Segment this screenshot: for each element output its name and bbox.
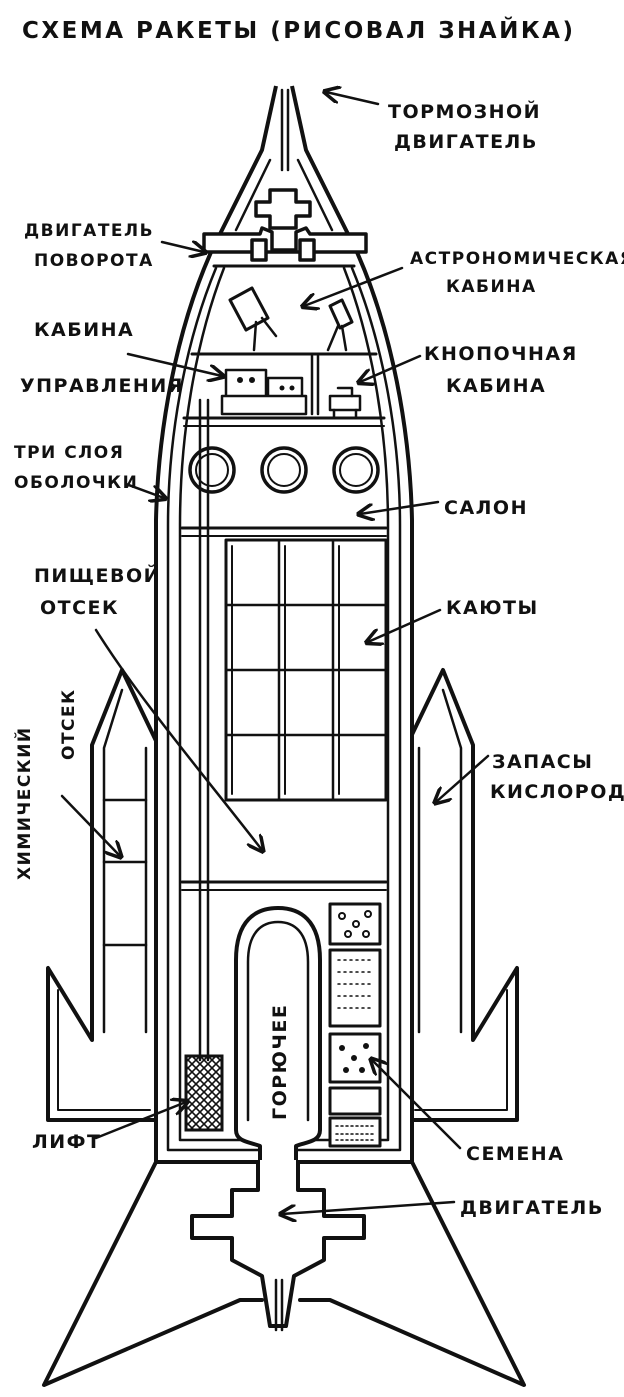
- svg-text:ПОВОРОТА: ПОВОРОТА: [34, 251, 154, 271]
- label-control-cabin: КАБИНА УПРАВЛЕНИЯ: [20, 319, 222, 397]
- brake-engine: [254, 188, 312, 230]
- tail-fins: [42, 1160, 526, 1387]
- svg-text:ПИЩЕВОЙ: ПИЩЕВОЙ: [34, 564, 161, 587]
- control-cabin: [220, 368, 308, 416]
- seed-storage: [328, 902, 382, 1148]
- svg-text:ДВИГАТЕЛЬ: ДВИГАТЕЛЬ: [394, 131, 538, 153]
- svg-text:ДВИГАТЕЛЬ: ДВИГАТЕЛЬ: [24, 221, 154, 241]
- svg-text:АСТРОНОМИЧЕСКАЯ: АСТРОНОМИЧЕСКАЯ: [410, 249, 624, 269]
- svg-text:ТРИ СЛОЯ: ТРИ СЛОЯ: [14, 443, 124, 463]
- svg-text:ОБОЛОЧКИ: ОБОЛОЧКИ: [14, 473, 138, 493]
- label-lift: ЛИФТ: [32, 1102, 186, 1153]
- turn-engine: [202, 226, 368, 262]
- svg-text:СЕМЕНА: СЕМЕНА: [466, 1143, 564, 1165]
- svg-text:КАБИНА: КАБИНА: [446, 277, 537, 297]
- label-brake-engine: ТОРМОЗНОЙ ДВИГАТЕЛЬ: [326, 92, 541, 153]
- svg-text:УПРАВЛЕНИЯ: УПРАВЛЕНИЯ: [20, 375, 184, 397]
- svg-text:ГОРЮЧЕЕ: ГОРЮЧЕЕ: [269, 1004, 291, 1120]
- svg-text:САЛОН: САЛОН: [444, 497, 528, 519]
- svg-text:ДВИГАТЕЛЬ: ДВИГАТЕЛЬ: [460, 1197, 604, 1219]
- svg-text:ТОРМОЗНОЙ: ТОРМОЗНОЙ: [388, 100, 541, 123]
- svg-text:КНОПОЧНАЯ: КНОПОЧНАЯ: [424, 343, 578, 365]
- label-cabins: КАЮТЫ: [368, 597, 539, 642]
- svg-text:КАЮТЫ: КАЮТЫ: [446, 597, 539, 619]
- fuel-tank: [234, 906, 322, 1182]
- svg-text:ЛИФТ: ЛИФТ: [32, 1131, 102, 1153]
- salon: [180, 446, 388, 537]
- diagram-title: СХЕМА РАКЕТЫ (РИСОВАЛ ЗНАЙКА): [22, 16, 575, 44]
- lift-shaft-divider: [310, 354, 320, 416]
- label-oxygen-reserves: ЗАПАСЫ КИСЛОРОДА: [436, 751, 624, 803]
- lift-cabin: [184, 1054, 224, 1132]
- label-fuel: ГОРЮЧЕЕ: [269, 1004, 291, 1120]
- svg-text:ЗАПАСЫ: ЗАПАСЫ: [492, 751, 593, 773]
- label-food-compartment: ПИЩЕВОЙ ОТСЕК: [34, 564, 262, 850]
- label-three-layers: ТРИ СЛОЯ ОБОЛОЧКИ: [14, 443, 164, 498]
- lift-tube: [184, 398, 224, 1132]
- svg-text:КАБИНА: КАБИНА: [446, 375, 546, 397]
- cabins-grid: [224, 538, 388, 802]
- label-astronomical-cabin: АСТРОНОМИЧЕСКАЯ КАБИНА: [304, 249, 624, 306]
- svg-text:КИСЛОРОДА: КИСЛОРОДА: [490, 781, 624, 803]
- svg-text:КАБИНА: КАБИНА: [34, 319, 134, 341]
- food-compartment: [180, 880, 388, 891]
- svg-text:ОТСЕК: ОТСЕК: [40, 597, 119, 619]
- label-main-engine: ДВИГАТЕЛЬ: [282, 1197, 604, 1219]
- label-seeds: СЕМЕНА: [372, 1060, 564, 1165]
- svg-text:ОТСЕК: ОТСЕК: [59, 688, 79, 760]
- main-engine: [190, 1160, 366, 1332]
- label-button-cabin: КНОПОЧНАЯ КАБИНА: [360, 343, 578, 397]
- label-chemical-compartment: ХИМИЧЕСКИЙ ОТСЕК: [13, 688, 120, 880]
- right-side-booster: [405, 668, 519, 1122]
- label-salon: САЛОН: [360, 497, 528, 519]
- svg-text:ХИМИЧЕСКИЙ: ХИМИЧЕСКИЙ: [13, 726, 35, 880]
- astronomical-cabin: [190, 264, 378, 356]
- label-turn-engine: ДВИГАТЕЛЬ ПОВОРОТА: [24, 221, 204, 271]
